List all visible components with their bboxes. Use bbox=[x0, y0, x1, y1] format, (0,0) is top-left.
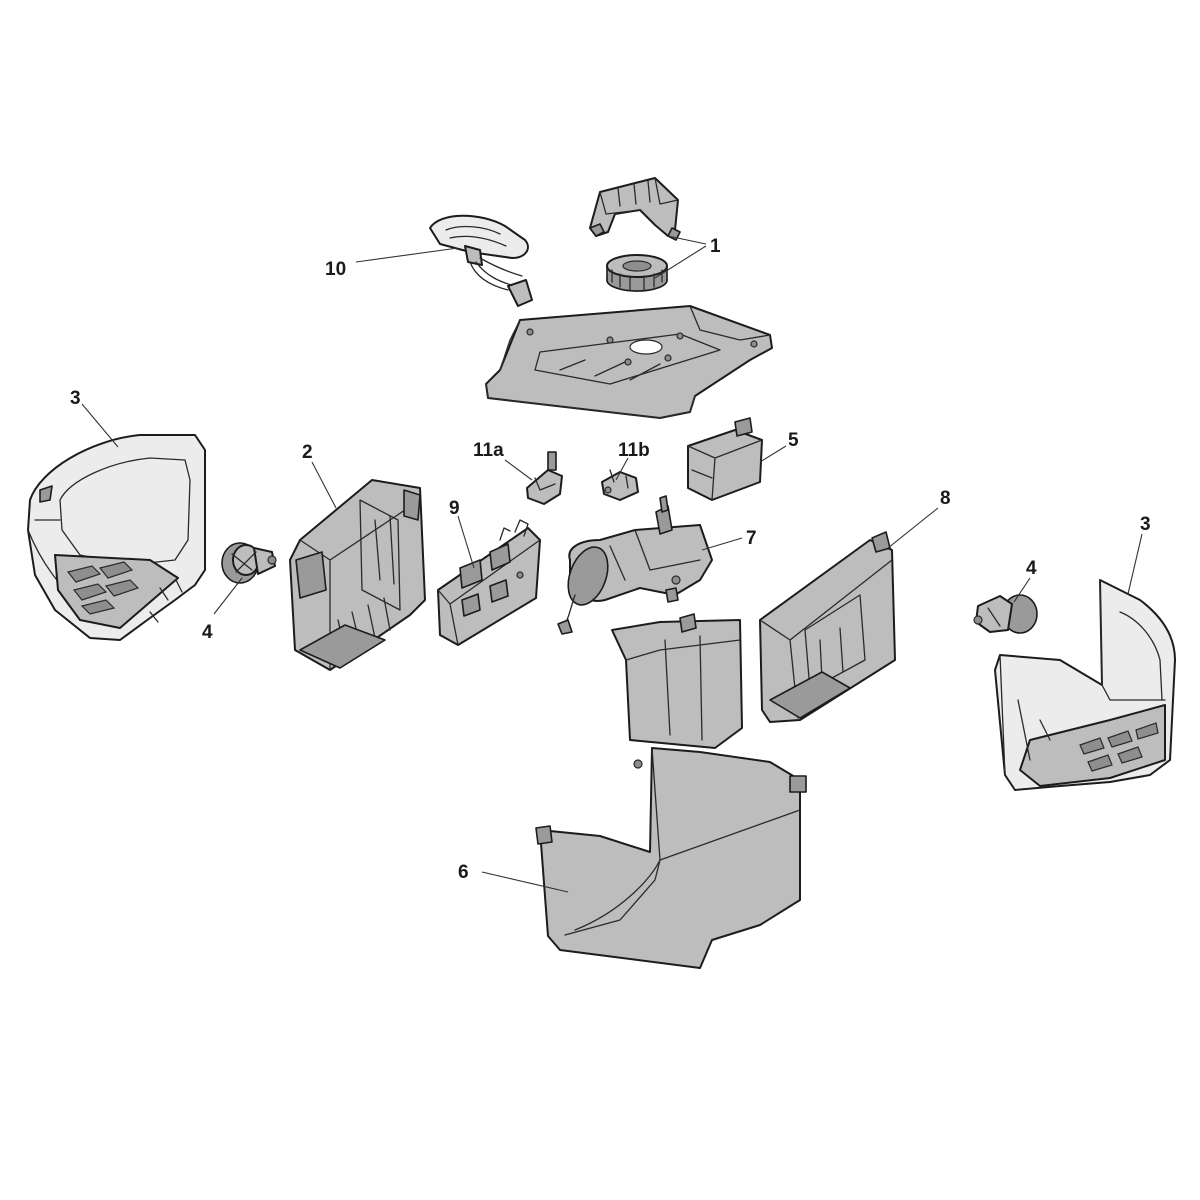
part-4-right-socket bbox=[973, 594, 1038, 634]
part-11b-switch bbox=[601, 469, 639, 501]
callout-8: 8 bbox=[940, 488, 951, 509]
leader-lines bbox=[81, 235, 1143, 893]
leader-5 bbox=[759, 445, 787, 463]
chassis-plate bbox=[485, 305, 773, 419]
part-9-logic-board bbox=[437, 519, 541, 646]
leader-11a bbox=[504, 459, 533, 481]
lower-chassis bbox=[611, 613, 743, 749]
callout-7: 7 bbox=[746, 528, 757, 549]
leader-4-right bbox=[1013, 577, 1031, 603]
part-10-wire-harness bbox=[429, 214, 533, 307]
part-1-sprocket-cover bbox=[589, 177, 681, 241]
leader-7 bbox=[701, 537, 743, 551]
part-4-left-socket bbox=[221, 542, 277, 584]
callout-11b: 11b bbox=[618, 440, 650, 461]
callout-5: 5 bbox=[788, 430, 799, 451]
part-1-sprocket bbox=[606, 254, 668, 292]
part-8-right-housing bbox=[759, 531, 896, 723]
callout-2: 2 bbox=[302, 442, 313, 463]
leader-6 bbox=[481, 871, 569, 893]
part-6-bottom-cover bbox=[535, 747, 807, 969]
leader-2 bbox=[311, 461, 337, 509]
callout-11a: 11a bbox=[473, 440, 504, 461]
part-3-left-end-cover bbox=[27, 434, 206, 641]
callout-10: 10 bbox=[325, 259, 346, 280]
leader-1b bbox=[654, 245, 707, 279]
leader-3-left bbox=[81, 403, 119, 448]
leader-3-right bbox=[1127, 533, 1143, 595]
leader-4-left bbox=[213, 577, 243, 615]
callout-9: 9 bbox=[449, 498, 460, 519]
leader-11b bbox=[615, 457, 629, 481]
callout-3-right: 3 bbox=[1140, 514, 1151, 535]
leader-1a bbox=[667, 235, 707, 245]
leader-9 bbox=[457, 515, 475, 569]
part-3-right-end-cover bbox=[994, 579, 1176, 791]
callout-labels: 1 10 3 2 11a 11b 5 9 8 7 3 4 4 6 bbox=[70, 236, 1151, 883]
callout-3-left: 3 bbox=[70, 388, 81, 409]
part-7-motor bbox=[557, 495, 713, 635]
part-5-transformer bbox=[687, 417, 763, 501]
leader-10 bbox=[355, 247, 459, 263]
callout-1: 1 bbox=[710, 236, 721, 257]
part-11a-switch bbox=[526, 451, 563, 505]
callout-4-left: 4 bbox=[202, 622, 213, 643]
part-2-housing bbox=[289, 479, 426, 671]
callout-4-right: 4 bbox=[1026, 558, 1037, 579]
leader-8 bbox=[887, 507, 939, 549]
callout-6: 6 bbox=[458, 862, 469, 883]
